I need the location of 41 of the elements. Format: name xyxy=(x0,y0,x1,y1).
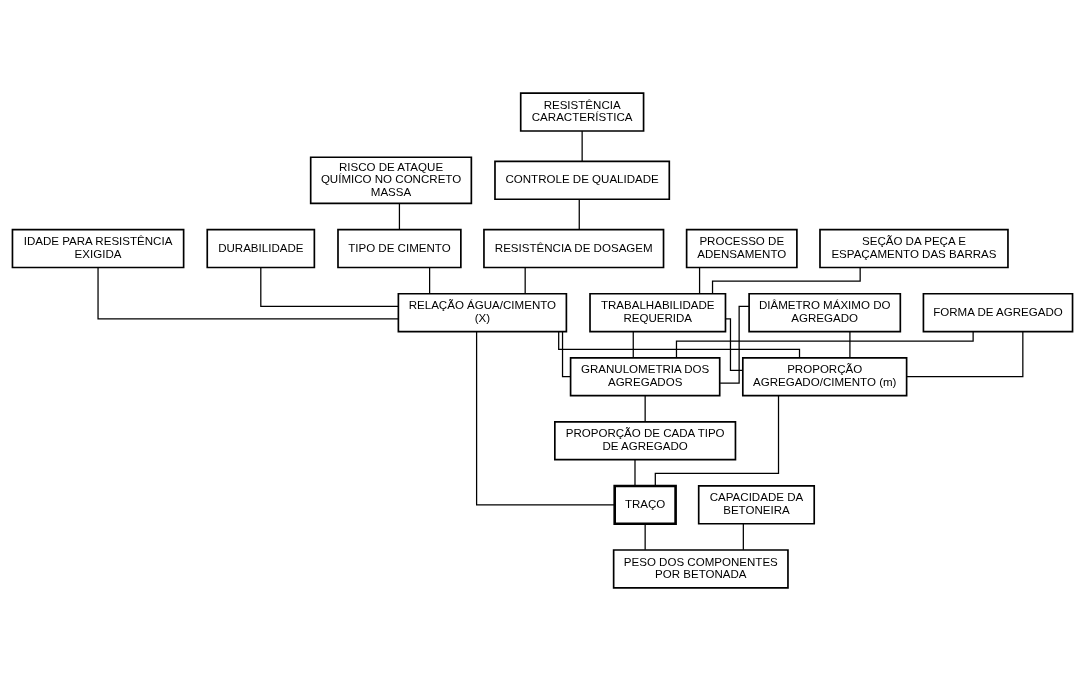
node-box: GRANULOMETRIA DOS AGREGADOS xyxy=(569,356,721,396)
node-box: PROPORÇÃO AGREGADO/CIMENTO (m) xyxy=(741,356,908,396)
connector xyxy=(97,266,399,320)
connector xyxy=(725,317,744,371)
node-box: FORMA DE AGREGADO xyxy=(922,292,1074,332)
node-box: PESO DOS COMPONENTES POR BETONADA xyxy=(612,548,789,589)
connector xyxy=(654,394,780,486)
node-box: TRAÇO xyxy=(613,484,677,525)
connector xyxy=(634,458,636,486)
connector xyxy=(742,522,744,550)
node-box: DIÂMETRO MÁXIMO DO AGREGADO xyxy=(748,292,902,332)
node-box: IDADE PARA RESISTÊNCIA EXIGIDA xyxy=(11,228,185,268)
connector xyxy=(719,305,750,384)
connector xyxy=(849,330,851,358)
connector xyxy=(558,330,801,358)
node-box: DURABILIDADE xyxy=(206,228,316,268)
connector xyxy=(644,394,646,422)
connector xyxy=(260,266,399,307)
connector xyxy=(476,330,616,505)
node-box: CAPACIDADE DA BETONEIRA xyxy=(697,484,816,525)
connector xyxy=(644,522,646,550)
node-box: CONTROLE DE QUALIDADE xyxy=(494,160,671,200)
node-box: RESISTÊNCIA DE DOSAGEM xyxy=(483,228,665,268)
connector xyxy=(561,330,572,377)
connector xyxy=(398,202,401,230)
node-box: PROCESSO DE ADENSAMENTO xyxy=(685,228,798,268)
connector xyxy=(906,330,1024,377)
connector xyxy=(429,266,431,294)
node-box: RELAÇÃO ÁGUA/CIMENTO (X) xyxy=(397,292,568,332)
connector xyxy=(632,330,634,358)
connector xyxy=(524,266,526,294)
node-box: RISCO DE ATAQUE QUÍMICO NO CONCRETO MASSA xyxy=(309,155,473,204)
connector xyxy=(675,330,974,358)
node-box: PROPORÇÃO DE CADA TIPO DE AGREGADO xyxy=(554,420,737,461)
connector xyxy=(581,130,583,162)
node-box: TIPO DE CIMENTO xyxy=(337,228,462,268)
connector xyxy=(698,266,701,294)
connector xyxy=(578,198,580,230)
node-box: SEÇÃO DA PEÇA E ESPAÇAMENTO DAS BARRAS xyxy=(819,228,1009,268)
node-box: RESISTÊNCIA CARACTERÍSTICA xyxy=(519,91,645,132)
node-box: TRABALHABILIDADE REQUERIDA xyxy=(589,292,727,332)
